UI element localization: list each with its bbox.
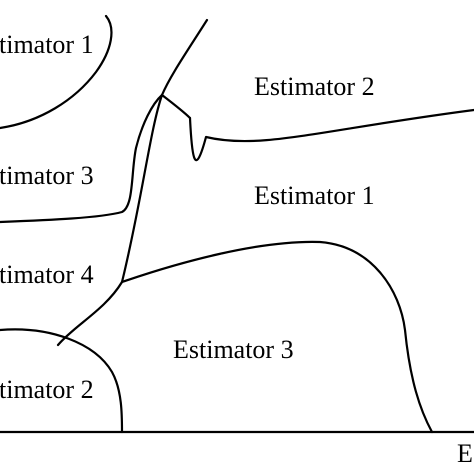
region-label-estimator-1-top-left: Estimator 1 bbox=[0, 30, 94, 59]
region-label-estimator-2-bottom-left: Estimator 2 bbox=[0, 375, 94, 404]
boundary-branch-down bbox=[160, 93, 192, 120]
boundary-bottom-left-dome bbox=[0, 328, 124, 434]
boundary-right-upper bbox=[188, 108, 474, 162]
region-label-estimator-4-left: Estimator 4 bbox=[0, 260, 94, 289]
x-axis-label: E bbox=[457, 439, 473, 468]
boundary-central-diagonal bbox=[56, 18, 209, 347]
region-label-estimator-1-right: Estimator 1 bbox=[254, 181, 375, 210]
region-label-estimator-3-bottom-right: Estimator 3 bbox=[173, 335, 294, 364]
boundary-right-lower-dome bbox=[120, 240, 434, 434]
region-label-estimator-2-top-right: Estimator 2 bbox=[254, 72, 375, 101]
boundary-top-left-loop bbox=[0, 14, 113, 130]
region-label-estimator-3-left: Estimator 3 bbox=[0, 161, 94, 190]
boundary-left-middle bbox=[0, 93, 164, 224]
